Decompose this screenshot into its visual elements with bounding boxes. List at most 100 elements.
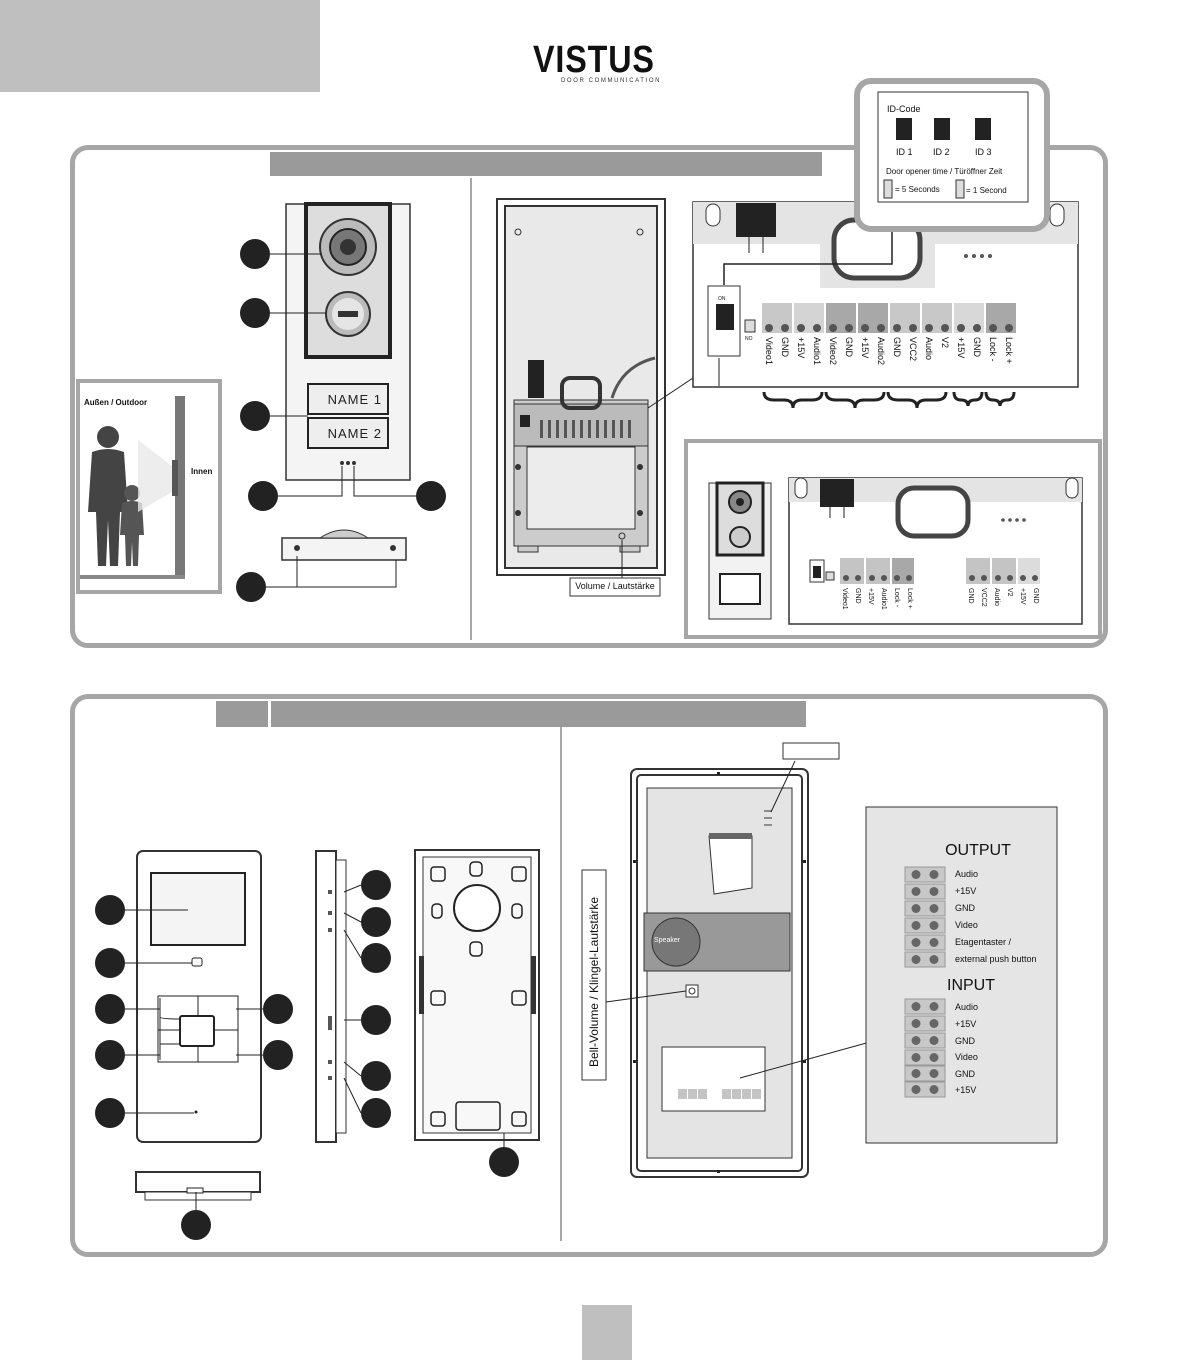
indoor-unit-diagram [95,742,1058,1240]
output-item: +15V [955,886,977,896]
output-title: OUTPUT [945,842,1011,859]
input-item: Audio [955,1002,979,1012]
terminal-screw [929,887,939,896]
speaker-label: Speaker [654,937,681,944]
terminal-screw [911,904,921,913]
terminal-screw [911,1053,921,1062]
terminal-screw [929,1053,939,1062]
terminal-label: Audio [924,337,934,360]
terminal-label: VCC2 [908,337,918,361]
terminal-label: +15V [956,337,966,358]
terminal-screw [929,938,939,947]
terminal-label: GND [780,337,790,358]
logo-text: VISTUS [533,39,655,81]
terminal-screw [929,1036,939,1045]
input-item: GND [955,1069,975,1079]
id-code-title: ID-Code [887,104,921,114]
terminal-screw [929,870,939,879]
corner-tab [0,0,320,92]
outdoor-unit-diagram [76,78,1102,639]
volume-label: Volume / Lautstärke [575,581,655,591]
terminal-screw [911,887,921,896]
terminal-label: GND [892,337,902,358]
id-code-3: ID 3 [975,147,992,157]
input-item: GND [955,1036,975,1046]
terminal-screw [929,904,939,913]
terminal-label: +15V [860,337,870,358]
terminal-label: +15V [867,588,874,605]
terminal-label: Lock - [988,337,998,362]
scene-inside-label: Innen [191,467,213,476]
terminal-label: Lock + [1004,337,1014,364]
input-item: Video [955,1052,978,1062]
terminal-label: Audio [993,588,1000,606]
person-silhouette [88,426,128,566]
terminal-label: Audio2 [876,337,886,365]
input-item: +15V [955,1085,977,1095]
terminal-screw [911,1019,921,1028]
terminal-label: +15V [796,337,806,358]
terminal-label: VCC2 [980,588,987,607]
outdoor-unit-header-bar [270,152,822,176]
panel-divider-bottom [560,727,562,1241]
terminal-block [904,900,946,917]
input-item: +15V [955,1019,977,1029]
terminal-label: Lock + [906,588,913,609]
terminal-screw [911,1085,921,1094]
terminal-label: +15V [1019,588,1026,605]
terminal-screw [929,1069,939,1078]
terminal-label: Video1 [841,588,848,610]
terminal-label: V2 [940,337,950,348]
terminal-screw [911,938,921,947]
logo-tagline: DOOR COMMUNICATION [561,78,662,84]
name-plate-1: NAME 1 [327,392,382,407]
terminal-label: Video2 [828,337,838,365]
terminal-screw [911,870,921,879]
door-opener-1s: = 1 Second [966,186,1007,195]
terminal-block [904,883,946,900]
terminal-screw [929,921,939,930]
terminal-screw [911,921,921,930]
terminal-label: GND [967,588,974,604]
terminal-block [904,917,946,934]
output-item: Audio [955,869,979,879]
terminal-block [904,1081,946,1098]
dip-no-label: NO [745,336,753,342]
output-item: Etagentaster / [955,937,1012,947]
terminal-block [904,1015,946,1032]
door-opener-title: Door opener time / Türöffner Zeit [886,167,1003,176]
id-code-1: ID 1 [896,147,913,157]
name-plate-2: NAME 2 [327,426,382,441]
page-tab [582,1305,632,1360]
terminal-screw [929,1085,939,1094]
terminal-screw [929,1019,939,1028]
panel-divider [470,178,472,640]
terminal-block [904,1032,946,1049]
terminal-block [904,866,946,883]
brand-logo: VISTUS DOOR COMMUNICATION [533,39,659,90]
child-silhouette [120,485,144,566]
terminal-label: Video1 [764,337,774,365]
terminal-block [904,998,946,1015]
output-item: Video [955,920,978,930]
terminal-screw [929,955,939,964]
terminal-label: GND [1032,588,1039,604]
door-opener-5s: = 5 Seconds [895,185,940,194]
terminal-block [904,1065,946,1082]
terminal-label: GND [854,588,861,604]
terminal-block [904,951,946,968]
dip-on-label: ON [718,296,726,302]
terminal-screw [929,1002,939,1011]
terminal-label: Audio1 [812,337,822,365]
indoor-unit-panel [70,694,1108,1257]
scene-outside-label: Außen / Outdoor [84,398,148,407]
outdoor-unit-panel [70,145,1108,648]
output-item: GND [955,903,975,913]
terminal-label: Audio1 [880,588,887,610]
bell-volume-label: Bell-Volume / Klingel-Lautstärke [587,896,601,1068]
indoor-unit-header-bar [271,701,806,727]
output-item: external push button [955,954,1037,964]
terminal-label: GND [972,337,982,358]
id-code-2: ID 2 [933,147,950,157]
